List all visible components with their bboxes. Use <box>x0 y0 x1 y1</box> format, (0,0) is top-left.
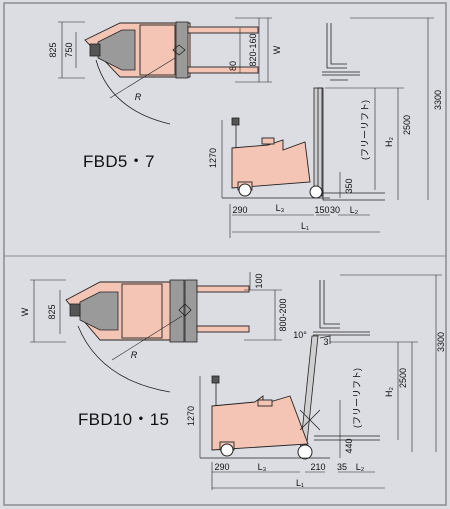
side-view-top <box>221 17 434 238</box>
dim-l3: L₃ <box>276 203 285 213</box>
pallet-view-top <box>322 23 360 81</box>
dim-l2-2: L₂ <box>356 462 365 472</box>
free-lift-label: (フリーリフト) <box>360 100 370 160</box>
tilt-angle: 10° <box>293 330 307 340</box>
dim-210: 210 <box>310 462 325 472</box>
dim-2500: 2500 <box>402 115 412 135</box>
side-view-bottom <box>199 274 442 490</box>
dim-h2: H₂ <box>384 137 394 147</box>
panel-fbd10-15 <box>30 272 442 490</box>
dim-r-2: R <box>131 350 138 360</box>
dim-290: 290 <box>232 205 247 215</box>
dim-l1: L₁ <box>301 221 309 231</box>
dim-l3-2: L₃ <box>258 462 267 472</box>
dim-150: 150 <box>314 205 329 215</box>
dim-l1-2: L₁ <box>296 478 304 488</box>
dim-3300: 3300 <box>433 90 443 110</box>
model-label-fbd5-7: FBD5・7 <box>83 152 155 171</box>
plan-view-top <box>58 17 272 125</box>
dim-35: 35 <box>337 462 347 472</box>
dim-750: 750 <box>64 42 74 57</box>
dim-30: 30 <box>330 205 340 215</box>
model-label-fbd10-15: FBD10・15 <box>78 410 170 429</box>
dim-3300-2: 3300 <box>436 332 446 352</box>
pallet-view-bottom <box>313 280 370 336</box>
dim-100: 100 <box>254 273 264 288</box>
dim-290-2: 290 <box>214 462 229 472</box>
dim-80: 80 <box>228 61 238 71</box>
dim-l2: L₂ <box>350 205 359 215</box>
dim-800-200: 800-200 <box>278 298 288 331</box>
dim-r: R <box>135 92 142 102</box>
dim-825: 825 <box>48 42 58 57</box>
dim-w: W <box>272 45 282 54</box>
dim-820-160: 820-160 <box>248 33 258 66</box>
labels-bottom: W 825 100 800-200 R 1270 290 L₃ 210 35 L… <box>20 273 446 488</box>
dim-1270-2: 1270 <box>186 406 196 426</box>
free-lift-label-2: (フリーリフト) <box>352 368 362 428</box>
panel-fbd5-7 <box>58 17 434 238</box>
dim-h2-2: H₂ <box>384 387 394 397</box>
dim-440: 440 <box>344 438 354 453</box>
dim-350: 350 <box>344 178 354 193</box>
dim-3: 3 <box>323 337 328 347</box>
dim-1270: 1270 <box>208 148 218 168</box>
dim-2500-2: 2500 <box>398 368 408 388</box>
plan-view-bottom <box>30 272 282 393</box>
labels-top: 825 750 80 820-160 W R 1270 290 L₃ 150 3… <box>48 33 443 231</box>
dim-w-2: W <box>20 307 30 316</box>
dim-825-2: 825 <box>47 304 57 319</box>
